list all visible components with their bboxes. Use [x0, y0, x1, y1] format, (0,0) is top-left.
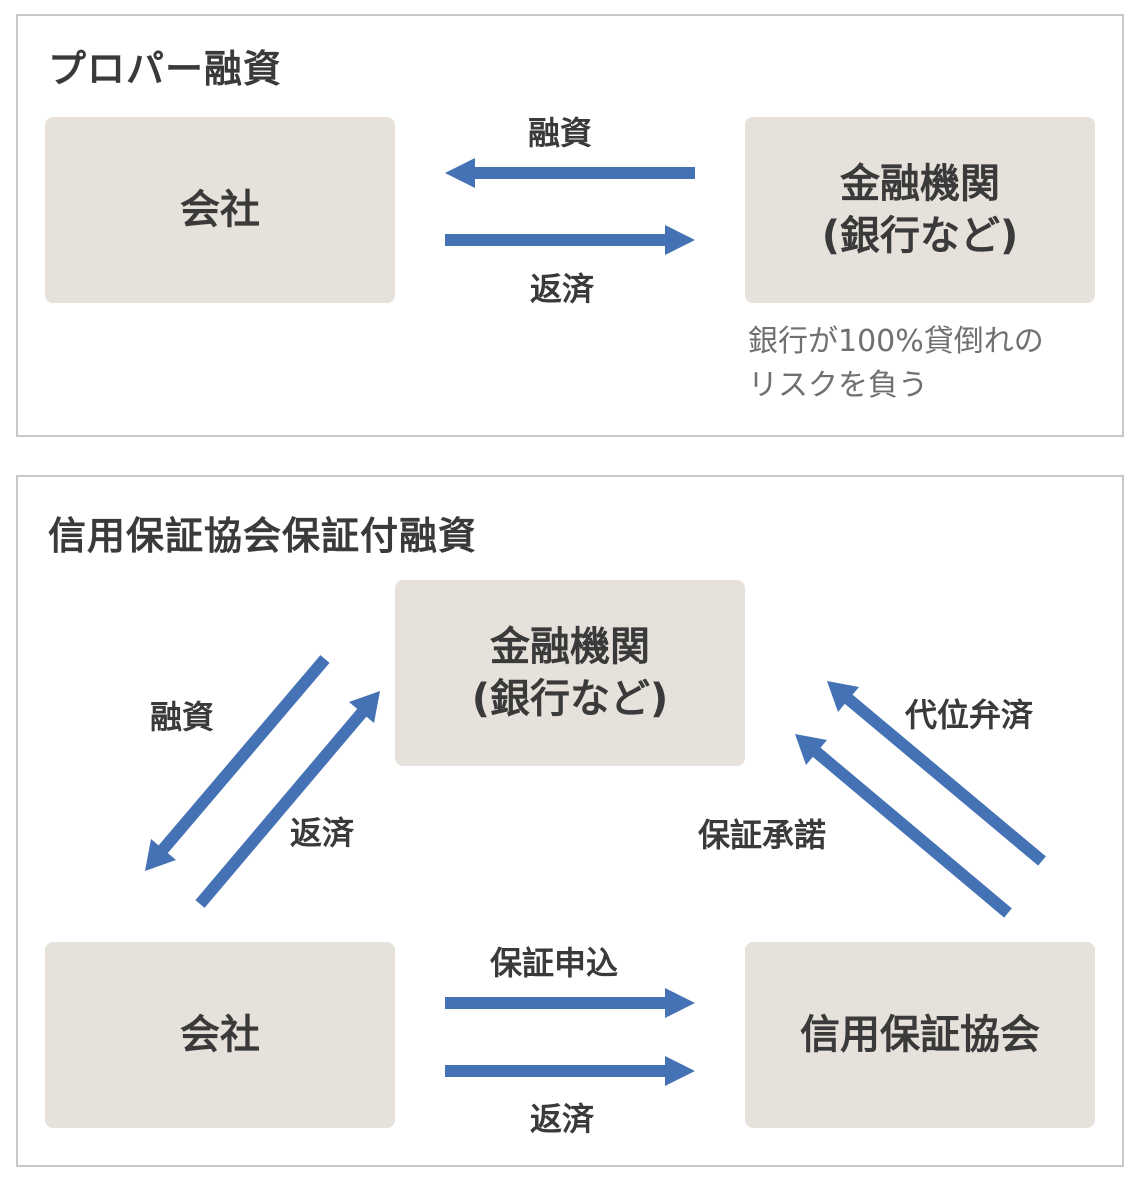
approval-arrow-label: 保証承諾 — [698, 816, 827, 854]
application-arrow-label: 保証申込 — [490, 944, 619, 982]
bank-box-2: 金融機関 (銀行など) — [395, 580, 745, 766]
repay-arrow-label-3: 返済 — [530, 1100, 595, 1138]
guaranteed-loan-title: 信用保証協会保証付融資 — [48, 514, 478, 558]
bank-box: 金融機関 (銀行など) — [745, 117, 1095, 303]
loan-arrow-label: 融資 — [528, 114, 593, 152]
subrogation-arrow-label: 代位弁済 — [905, 696, 1034, 734]
repay-arrow-label-2: 返済 — [290, 814, 355, 852]
guarantee-association-box: 信用保証協会 — [745, 942, 1095, 1128]
company-box: 会社 — [45, 117, 395, 303]
guarantee-association-label: 信用保証協会 — [800, 1012, 1040, 1058]
company-box-2: 会社 — [45, 942, 395, 1128]
company-label-2: 会社 — [180, 1012, 260, 1058]
risk-note-line2: リスクを負う — [748, 368, 928, 403]
proper-loan-title: プロパー融資 — [48, 47, 283, 91]
bank-label: 金融機関 — [840, 161, 1000, 207]
loan-arrow-label-2: 融資 — [150, 698, 215, 736]
bank-sublabel-2: (銀行など) — [471, 676, 669, 722]
bank-label-2: 金融機関 — [490, 624, 650, 670]
risk-note-line1: 銀行が100%貸倒れの — [748, 324, 1044, 359]
repay-arrow-label: 返済 — [530, 270, 595, 308]
bank-sublabel: (銀行など) — [821, 213, 1019, 259]
company-label: 会社 — [180, 187, 260, 233]
